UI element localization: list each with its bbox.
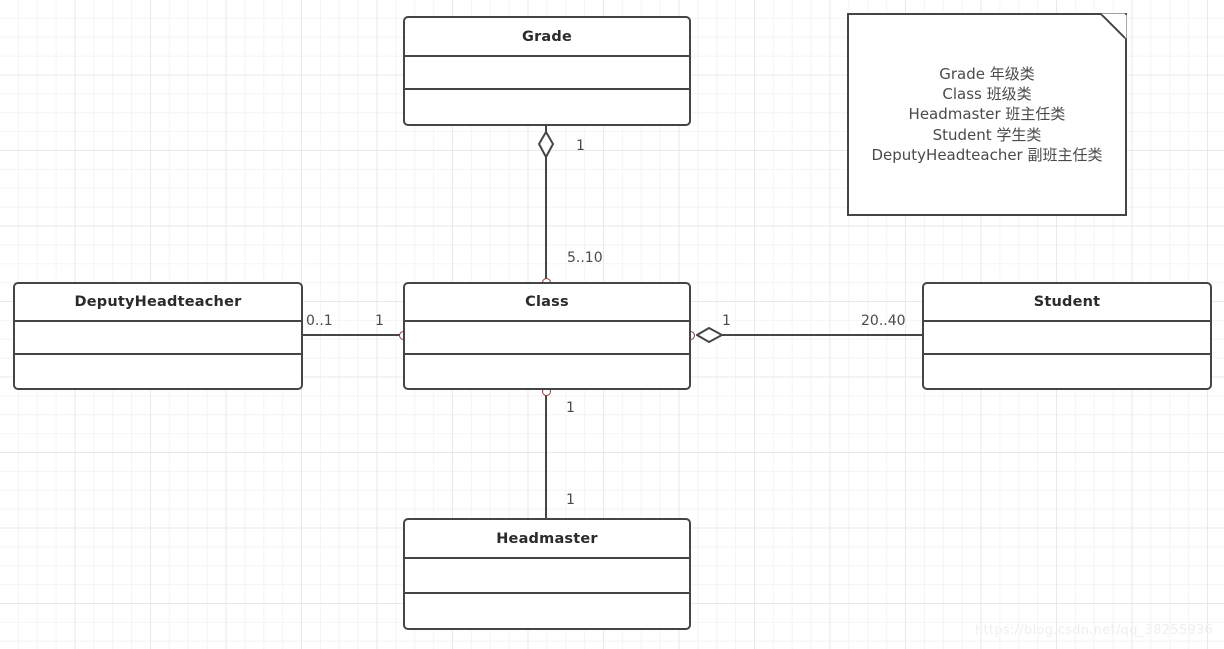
connector-class-headmaster[interactable]	[545, 390, 547, 519]
class-box-student[interactable]: Student	[922, 282, 1212, 390]
note-text: Grade 年级类 Class 班级类 Headmaster 班主任类 Stud…	[871, 64, 1103, 164]
class-attributes-class	[405, 322, 689, 355]
class-title-headmaster: Headmaster	[405, 520, 689, 559]
class-operations-grade	[405, 90, 689, 124]
class-operations-headmaster	[405, 594, 689, 628]
class-attributes-deputyheadteacher	[15, 322, 301, 355]
watermark-text: https://blog.csdn.net/qq_38255936	[975, 623, 1214, 638]
multiplicity-class-right-end: 1	[722, 313, 731, 329]
connector-deputy-class[interactable]	[303, 334, 405, 336]
multiplicity-class-bottom-end: 1	[566, 400, 575, 416]
class-attributes-headmaster	[405, 559, 689, 594]
class-operations-class	[405, 355, 689, 388]
class-title-student: Student	[924, 284, 1210, 322]
class-attributes-student	[924, 322, 1210, 355]
multiplicity-student-end: 20..40	[861, 313, 906, 329]
class-box-grade[interactable]: Grade	[403, 16, 691, 126]
multiplicity-class-top-end: 5..10	[567, 250, 603, 266]
multiplicity-headmaster-end: 1	[566, 492, 575, 508]
note-box[interactable]: Grade 年级类 Class 班级类 Headmaster 班主任类 Stud…	[847, 13, 1127, 216]
class-title-grade: Grade	[405, 18, 689, 57]
class-title-deputyheadteacher: DeputyHeadteacher	[15, 284, 301, 322]
class-operations-deputyheadteacher	[15, 355, 301, 388]
class-box-deputyheadteacher[interactable]: DeputyHeadteacher	[13, 282, 303, 390]
class-operations-student	[924, 355, 1210, 388]
multiplicity-grade-end: 1	[576, 138, 585, 154]
class-title-class: Class	[405, 284, 689, 322]
connector-grade-class[interactable]	[545, 126, 547, 335]
class-box-headmaster[interactable]: Headmaster	[403, 518, 691, 630]
multiplicity-deputy-end: 0..1	[306, 313, 333, 329]
class-box-class[interactable]: Class	[403, 282, 691, 390]
class-attributes-grade	[405, 57, 689, 90]
connector-class-student[interactable]	[697, 334, 923, 336]
multiplicity-class-left-end: 1	[375, 313, 384, 329]
note-fold-icon	[1100, 13, 1127, 39]
